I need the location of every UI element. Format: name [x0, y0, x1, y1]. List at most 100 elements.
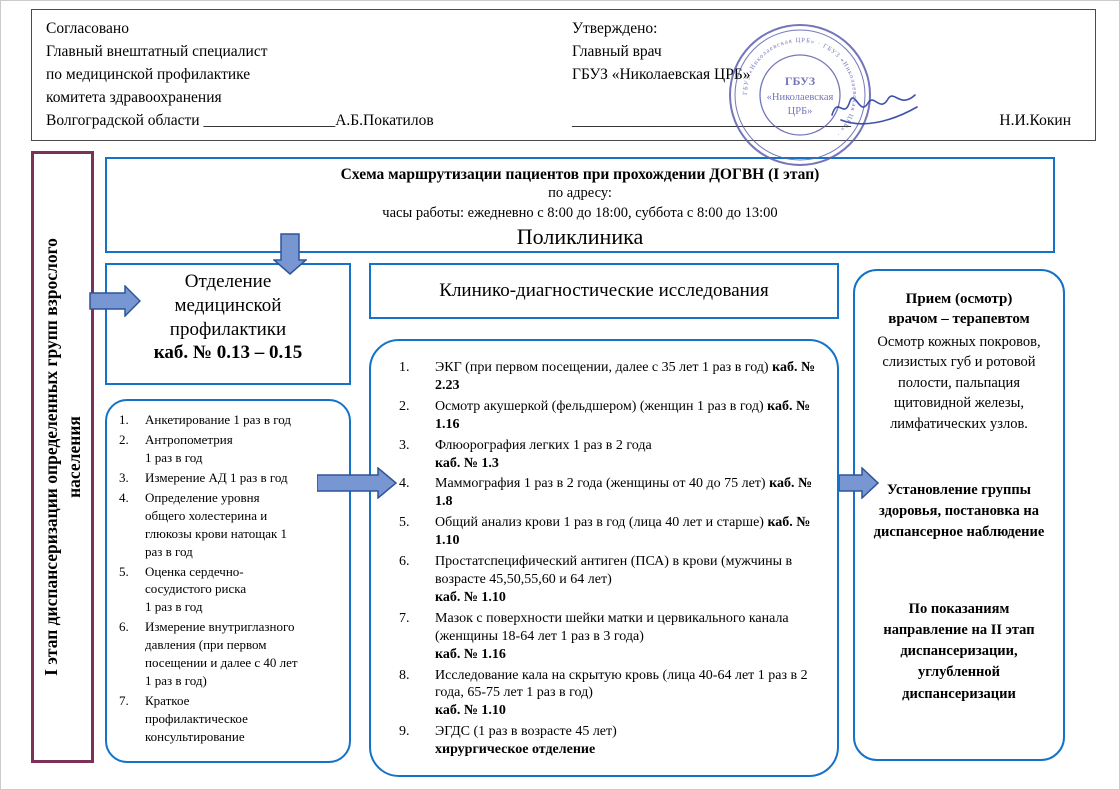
item-number [119, 411, 145, 429]
diagnostic-list-item: Маммография 1 раз в 2 года (женщины от 4… [399, 475, 823, 511]
diagnostic-text: ЭКГ (при первом посещении, далее с 35 ле… [435, 360, 769, 375]
diagnostics-list: ЭКГ (при первом посещении, далее с 35 ле… [399, 359, 823, 759]
service-list-item: Оценка сердечно- сосудистого риска 1 раз… [119, 563, 344, 617]
cabinet-label: каб. № 1.10 [435, 589, 506, 605]
signature-underscores: Волгоградской области _________________ [46, 111, 336, 129]
item-number [399, 553, 435, 607]
approval-text-line: Согласовано [46, 20, 129, 37]
cabinet-label: каб. № 1.10 [435, 515, 811, 549]
diagnostic-body: Флюорография легких 1 раз в 2 года каб. … [435, 437, 652, 473]
scheme-title: Схема маршрутизации пациентов при прохож… [340, 166, 820, 183]
diagnostic-body: Исследование кала на скрытую кровь (лица… [435, 667, 823, 721]
diagnostic-list-item: Осмотр акушеркой (фельдшером) (женщин 1 … [399, 398, 823, 434]
stage-one-label: I этап диспансеризации определенных груп… [40, 238, 84, 676]
item-number [119, 469, 145, 487]
item-number [119, 431, 145, 467]
diagnostic-body: Общий анализ крови 1 раз в год (лица 40 … [435, 514, 823, 550]
service-text: Оценка сердечно- сосудистого риска 1 раз… [145, 563, 247, 615]
diagnostic-body: Простатспецифический антиген (ПСА) в кро… [435, 553, 823, 607]
service-text: Измерение АД 1 раз в год [145, 469, 288, 485]
prevention-services-list: Анкетирование 1 раз в год Антропометрия … [119, 411, 344, 746]
item-number [399, 359, 435, 395]
therapist-title: Прием (осмотр) врачом – терапевтом [888, 291, 1030, 328]
cabinet-label: каб. № 1.16 [435, 646, 506, 662]
diagnostic-text: Флюорография легких 1 раз в 2 года [435, 437, 652, 453]
diagnostic-body: ЭГДС (1 раз в возрасте 45 лет) хирургиче… [435, 723, 617, 759]
cabinet-label: каб. № 1.10 [435, 703, 506, 719]
diagnostic-list-item: Мазок с поверхности шейки матки и цервик… [399, 610, 823, 664]
signature-underscores: ____________________________________ [572, 111, 851, 129]
prevention-services-box: Анкетирование 1 раз в год Антропометрия … [105, 399, 351, 763]
approved-signature-line: ____________________________________Н.И.… [572, 110, 1081, 133]
prevention-dept-title: Отделение медицинской профилактики [169, 271, 287, 340]
item-number [399, 514, 435, 550]
therapist-box: Прием (осмотр) врачом – терапевтом Осмот… [853, 269, 1065, 761]
service-text: Анкетирование 1 раз в год [145, 412, 291, 427]
stage-two-referral-outcome: По показаниям направление на II этап дис… [883, 601, 1035, 702]
service-list-item: Антропометрия 1 раз в год [119, 431, 344, 467]
service-list-item: Анкетирование 1 раз в год [119, 411, 344, 429]
handwritten-signature-icon [831, 94, 918, 125]
item-number [399, 667, 435, 721]
diagnostic-text: Исследование кала на скрытую кровь (лица… [435, 667, 808, 701]
agreed-signature-line: Волгоградской области _________________А… [46, 110, 544, 133]
item-number [119, 618, 145, 690]
prevention-dept-box: Отделение медицинской профилактики каб. … [105, 263, 351, 385]
diagnostic-text: ЭГДС (1 раз в возрасте 45 лет) [435, 724, 617, 740]
stamp-org-type: ГБУЗ [785, 74, 815, 88]
flow-arrow-diagnostics-to-therapist-icon [839, 467, 879, 499]
service-text: Антропометрия 1 раз в год [145, 431, 233, 465]
service-text: Определение уровня общего холестерина и … [145, 489, 288, 559]
therapist-exam-text: Осмотр кожных покровов, слизистых губ и … [877, 333, 1041, 432]
stamp-org-name: «Николаевская [767, 92, 834, 103]
approval-text-line: Утверждено: [572, 20, 658, 37]
diagnostic-list-item: ЭГДС (1 раз в возрасте 45 лет) хирургиче… [399, 723, 823, 759]
stage-one-label-wrap: I этап диспансеризации определенных груп… [35, 157, 91, 757]
diagnostic-list-item: ЭКГ (при первом посещении, далее с 35 ле… [399, 359, 823, 395]
diagnostic-list-item: Флюорография легких 1 раз в 2 года каб. … [399, 437, 823, 473]
item-number [399, 723, 435, 759]
diagnostic-body: ЭКГ (при первом посещении, далее с 35 ле… [435, 359, 823, 395]
service-list-item: Краткое профилактическое консультировани… [119, 692, 344, 746]
approval-text-line: комитета здравоохранения [46, 88, 222, 106]
service-text: Краткое профилактическое консультировани… [145, 693, 248, 744]
service-list-item: Определение уровня общего холестерина и … [119, 489, 344, 561]
service-text: Измерение внутриглазного давления (при п… [145, 619, 298, 689]
working-hours: часы работы: ежедневно с 8:00 до 18:00, … [382, 204, 778, 221]
diagnostic-list-item: Общий анализ крови 1 раз в год (лица 40 … [399, 514, 823, 550]
item-number [119, 692, 145, 746]
diagnostic-text: Маммография 1 раз в 2 года (женщины от 4… [435, 476, 766, 492]
cabinet-label: каб. № 1.8 [435, 476, 813, 510]
cabinet-label: каб. № 2.23 [435, 360, 816, 393]
prevention-dept-cabinet: каб. № 0.13 – 0.15 [153, 341, 303, 363]
diagnostic-text: Осмотр акушеркой (фельдшером) (женщин 1 … [435, 398, 764, 414]
diagnostics-title: Клинико-диагностические исследования [439, 280, 769, 301]
stage-one-sidebar: I этап диспансеризации определенных груп… [31, 151, 94, 763]
health-group-outcome: Установление группы здоровья, постановка… [873, 482, 1045, 541]
diagnostic-text: Мазок с поверхности шейки матки и цервик… [435, 610, 789, 644]
diagnostic-list-item: Исследование кала на скрытую кровь (лица… [399, 667, 823, 721]
stamp-org-abbr: ЦРБ» [788, 106, 813, 117]
scheme-header-box: Схема маршрутизации пациентов при прохож… [105, 157, 1055, 253]
service-list-item: Измерение внутриглазного давления (при п… [119, 618, 344, 690]
cabinet-label: каб. № 1.16 [435, 398, 811, 432]
cabinet-label: хирургическое отделение [435, 742, 596, 758]
diagnostic-list-item: Простатспецифический антиген (ПСА) в кро… [399, 553, 823, 607]
diagnostic-text: Простатспецифический антиген (ПСА) в кро… [435, 554, 793, 587]
approval-text-line: Главный врач [572, 42, 662, 60]
diagnostics-list-box: ЭКГ (при первом посещении, далее с 35 ле… [369, 339, 839, 777]
item-number [399, 475, 435, 511]
polyclinic-label: Поликлиника [516, 224, 644, 250]
flow-arrow-scheme-to-dept-icon [273, 233, 307, 275]
item-number [119, 489, 145, 561]
approval-text-line: Главный внештатный специалист [46, 42, 268, 60]
diagnostic-body: Мазок с поверхности шейки матки и цервик… [435, 610, 823, 664]
item-number [399, 437, 435, 473]
item-number [119, 563, 145, 617]
agreed-official-name: А.Б.Покатилов [335, 111, 434, 129]
flow-arrow-sidebar-to-dept-icon [89, 285, 141, 317]
